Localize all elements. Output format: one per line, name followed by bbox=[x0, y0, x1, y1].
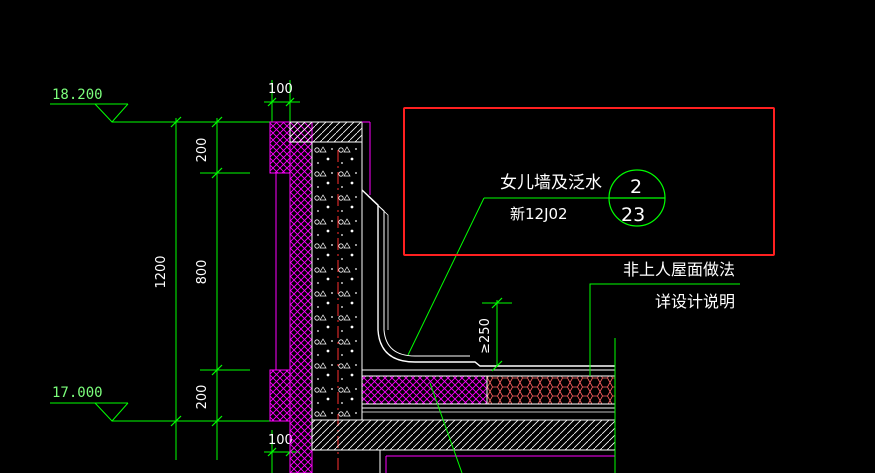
parapet-coping bbox=[289, 121, 371, 195]
dimension-100-bottom-label: 100 bbox=[268, 433, 293, 448]
callout-reference: 新12J02 bbox=[510, 205, 568, 223]
dimension-250-label: ≥250 bbox=[478, 318, 493, 354]
callout-title: 女儿墙及泛水 bbox=[500, 173, 602, 193]
roof-note-line2: 详设计说明 bbox=[655, 292, 735, 311]
dimension-800-label: 800 bbox=[195, 260, 210, 285]
elevation-top-label: 18.200 bbox=[52, 87, 103, 103]
dimension-flashing-height: ≥250 bbox=[478, 297, 512, 372]
elevation-marker-bottom: 17.000 bbox=[50, 385, 129, 422]
callout-highlight-box bbox=[403, 107, 775, 256]
sheet-number: 23 bbox=[621, 204, 645, 226]
waterproof-flashing bbox=[361, 189, 615, 367]
detail-number: 2 bbox=[630, 176, 642, 198]
dimension-wall-top: 100 bbox=[264, 80, 300, 122]
detail-index-symbol: 2 23 bbox=[608, 169, 666, 227]
dimension-total-height: 1200 bbox=[154, 116, 182, 460]
roof-insulation-layer bbox=[361, 369, 616, 413]
dimension-100-top-label: 100 bbox=[268, 82, 293, 97]
dimension-200-bottom-label: 200 bbox=[195, 385, 210, 410]
roof-structural-slab bbox=[311, 419, 616, 473]
elevation-bottom-label: 17.000 bbox=[52, 385, 103, 401]
roof-note-line1: 非上人屋面做法 bbox=[623, 260, 735, 279]
parapet-brick-wall bbox=[269, 121, 313, 473]
dimension-1200-label: 1200 bbox=[154, 255, 169, 288]
dimension-segments: 200 800 200 bbox=[195, 116, 250, 460]
elevation-marker-top: 18.200 bbox=[50, 87, 129, 123]
dimension-200-top-label: 200 bbox=[195, 138, 210, 163]
